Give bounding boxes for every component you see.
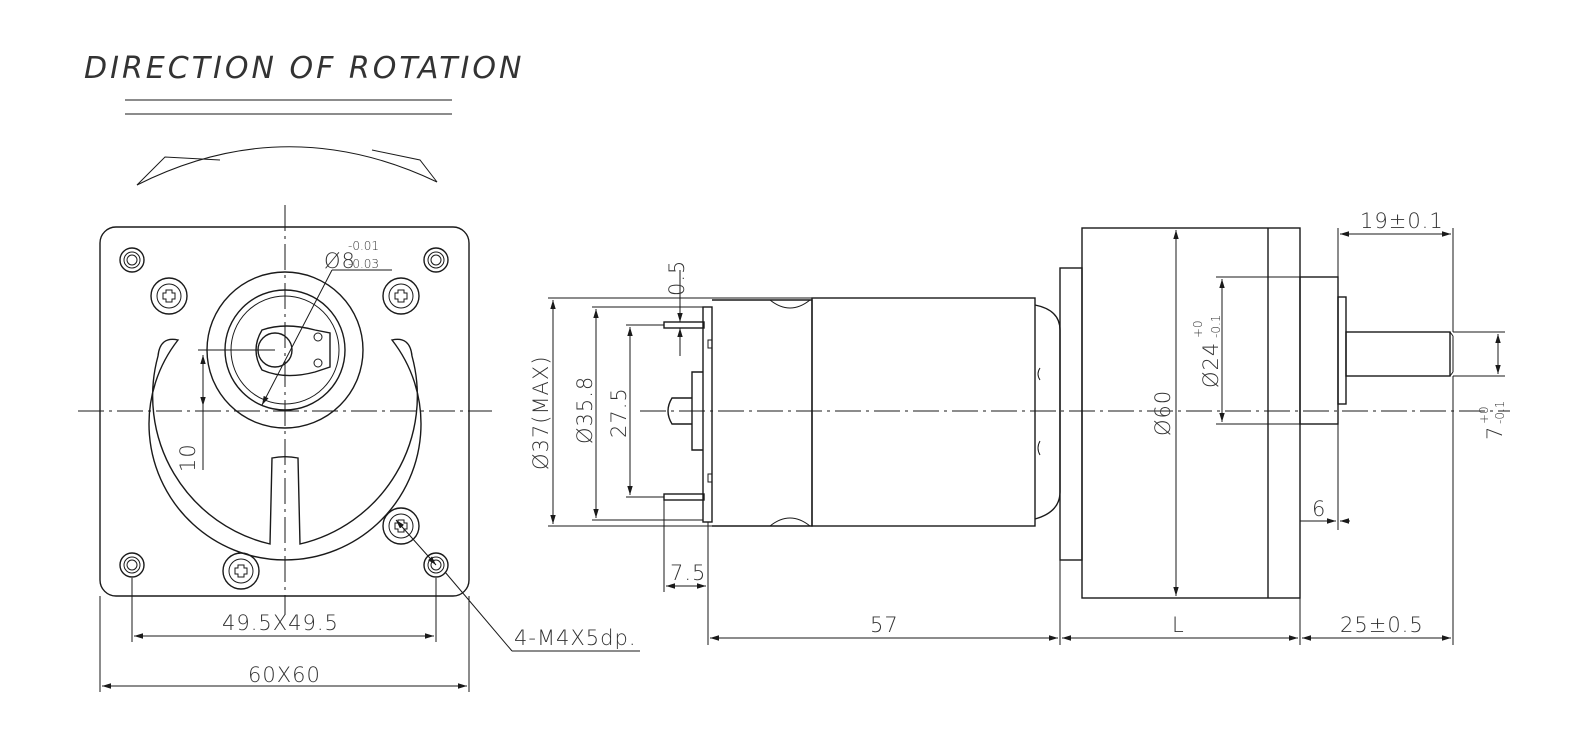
dim-27-5: 27.5 <box>607 387 631 438</box>
drawing-title: DIRECTION OF ROTATION <box>84 51 524 86</box>
dim-24-tol-lower: -0.1 <box>1209 315 1223 338</box>
gear-window <box>148 338 422 561</box>
dim-7-5: 7.5 <box>670 561 706 585</box>
dim-35-8: Ø35.8 <box>573 376 597 444</box>
output-boss <box>1299 276 1339 425</box>
dim-19: 19±0.1 <box>1360 209 1444 233</box>
mounting-hole-icon <box>119 247 449 578</box>
dim-7-tol-lower: -0.1 <box>1493 401 1507 424</box>
dim-60: Ø60 <box>1151 390 1175 436</box>
shaft-tol-lower: -0.03 <box>348 257 379 271</box>
dim-7: 7 <box>1483 426 1507 440</box>
dim-hole-pattern: 49.5X49.5 <box>222 611 339 635</box>
flange-plate <box>1059 267 1083 561</box>
dim-L: L <box>1172 613 1185 637</box>
dim-7-tol-upper: +0 <box>1477 406 1491 424</box>
dim-6: 6 <box>1312 497 1326 521</box>
dim-24: Ø24 <box>1199 342 1223 388</box>
shaft-dia-label: Ø8 <box>324 249 356 273</box>
motor-can <box>811 297 1036 527</box>
dim-flange-size: 60X60 <box>248 663 321 687</box>
dim-37-max: Ø37(MAX) <box>529 355 553 470</box>
dim-10: 10 <box>176 443 200 472</box>
front-view: Ø8 -0.01 -0.03 10 49.5X49.5 60X60 4-M4X5… <box>78 205 640 692</box>
shaft-tol-upper: -0.01 <box>348 239 379 253</box>
output-shaft <box>1345 331 1451 377</box>
dim-24-tol-upper: +0 <box>1191 320 1205 338</box>
dim-25: 25±0.5 <box>1340 613 1424 637</box>
side-view: 0.5 Ø37(MAX) Ø35.8 27.5 7.5 57 L 25±0.5 <box>529 209 1510 645</box>
thread-callout: 4-M4X5dp. <box>514 626 637 650</box>
dim-0-5: 0.5 <box>665 260 689 296</box>
rotation-arrow-icon <box>136 146 438 186</box>
dim-57: 57 <box>870 613 899 637</box>
